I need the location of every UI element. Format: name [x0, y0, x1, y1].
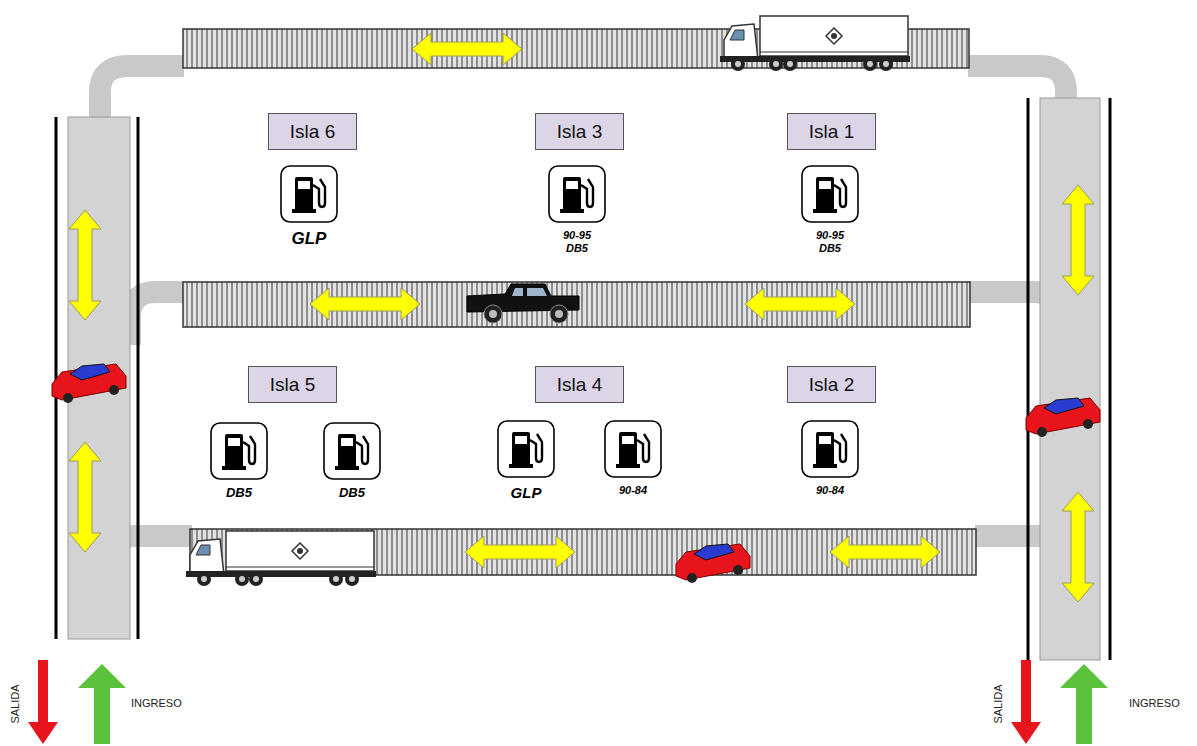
pump-icon: [497, 420, 555, 478]
fuel-pump: DB5: [323, 422, 381, 501]
island-box: Isla 2: [787, 366, 876, 403]
fuel-pump: DB5: [210, 422, 268, 501]
entry-label: INGRESO: [1129, 697, 1180, 709]
fuel-pump: GLP: [497, 420, 555, 501]
fuel-type: 90-84: [816, 484, 844, 497]
island-box: Isla 6: [268, 113, 357, 150]
pump-icon: [801, 420, 859, 478]
exit-label: SALIDA: [992, 684, 1004, 723]
fuel-type: GLP: [511, 484, 542, 501]
pump-icon: [801, 165, 859, 223]
fuel-pump: 90-95 DB5: [801, 165, 859, 254]
fuel-type: DB5: [226, 486, 252, 501]
fuel-type: DB5: [339, 486, 365, 501]
pump-icon: [604, 420, 662, 478]
island-box: Isla 3: [535, 113, 624, 150]
island-label: Isla 6: [290, 121, 335, 143]
island-box: Isla 1: [787, 113, 876, 150]
island-label: Isla 4: [557, 374, 602, 396]
island-label: Isla 5: [270, 374, 315, 396]
island-label: Isla 1: [809, 121, 854, 143]
fuel-pump: GLP: [280, 165, 338, 249]
exit-label: SALIDA: [9, 684, 21, 723]
fuel-pump: 90-95 DB5: [548, 165, 606, 254]
fuel-pump: 90-84: [604, 420, 662, 497]
fuel-type: 90-95 DB5: [557, 229, 597, 254]
fuel-type: 90-84: [619, 484, 647, 497]
fuel-type: GLP: [292, 229, 327, 249]
island-label: Isla 2: [809, 374, 854, 396]
pump-icon: [210, 422, 268, 480]
entry-label: INGRESO: [131, 697, 182, 709]
pump-icon: [548, 165, 606, 223]
island-label: Isla 3: [557, 121, 602, 143]
island-box: Isla 5: [248, 366, 337, 403]
fuel-pump: 90-84: [801, 420, 859, 497]
pump-icon: [323, 422, 381, 480]
island-box: Isla 4: [535, 366, 624, 403]
pump-icon: [280, 165, 338, 223]
fuel-type: 90-95 DB5: [810, 229, 850, 254]
